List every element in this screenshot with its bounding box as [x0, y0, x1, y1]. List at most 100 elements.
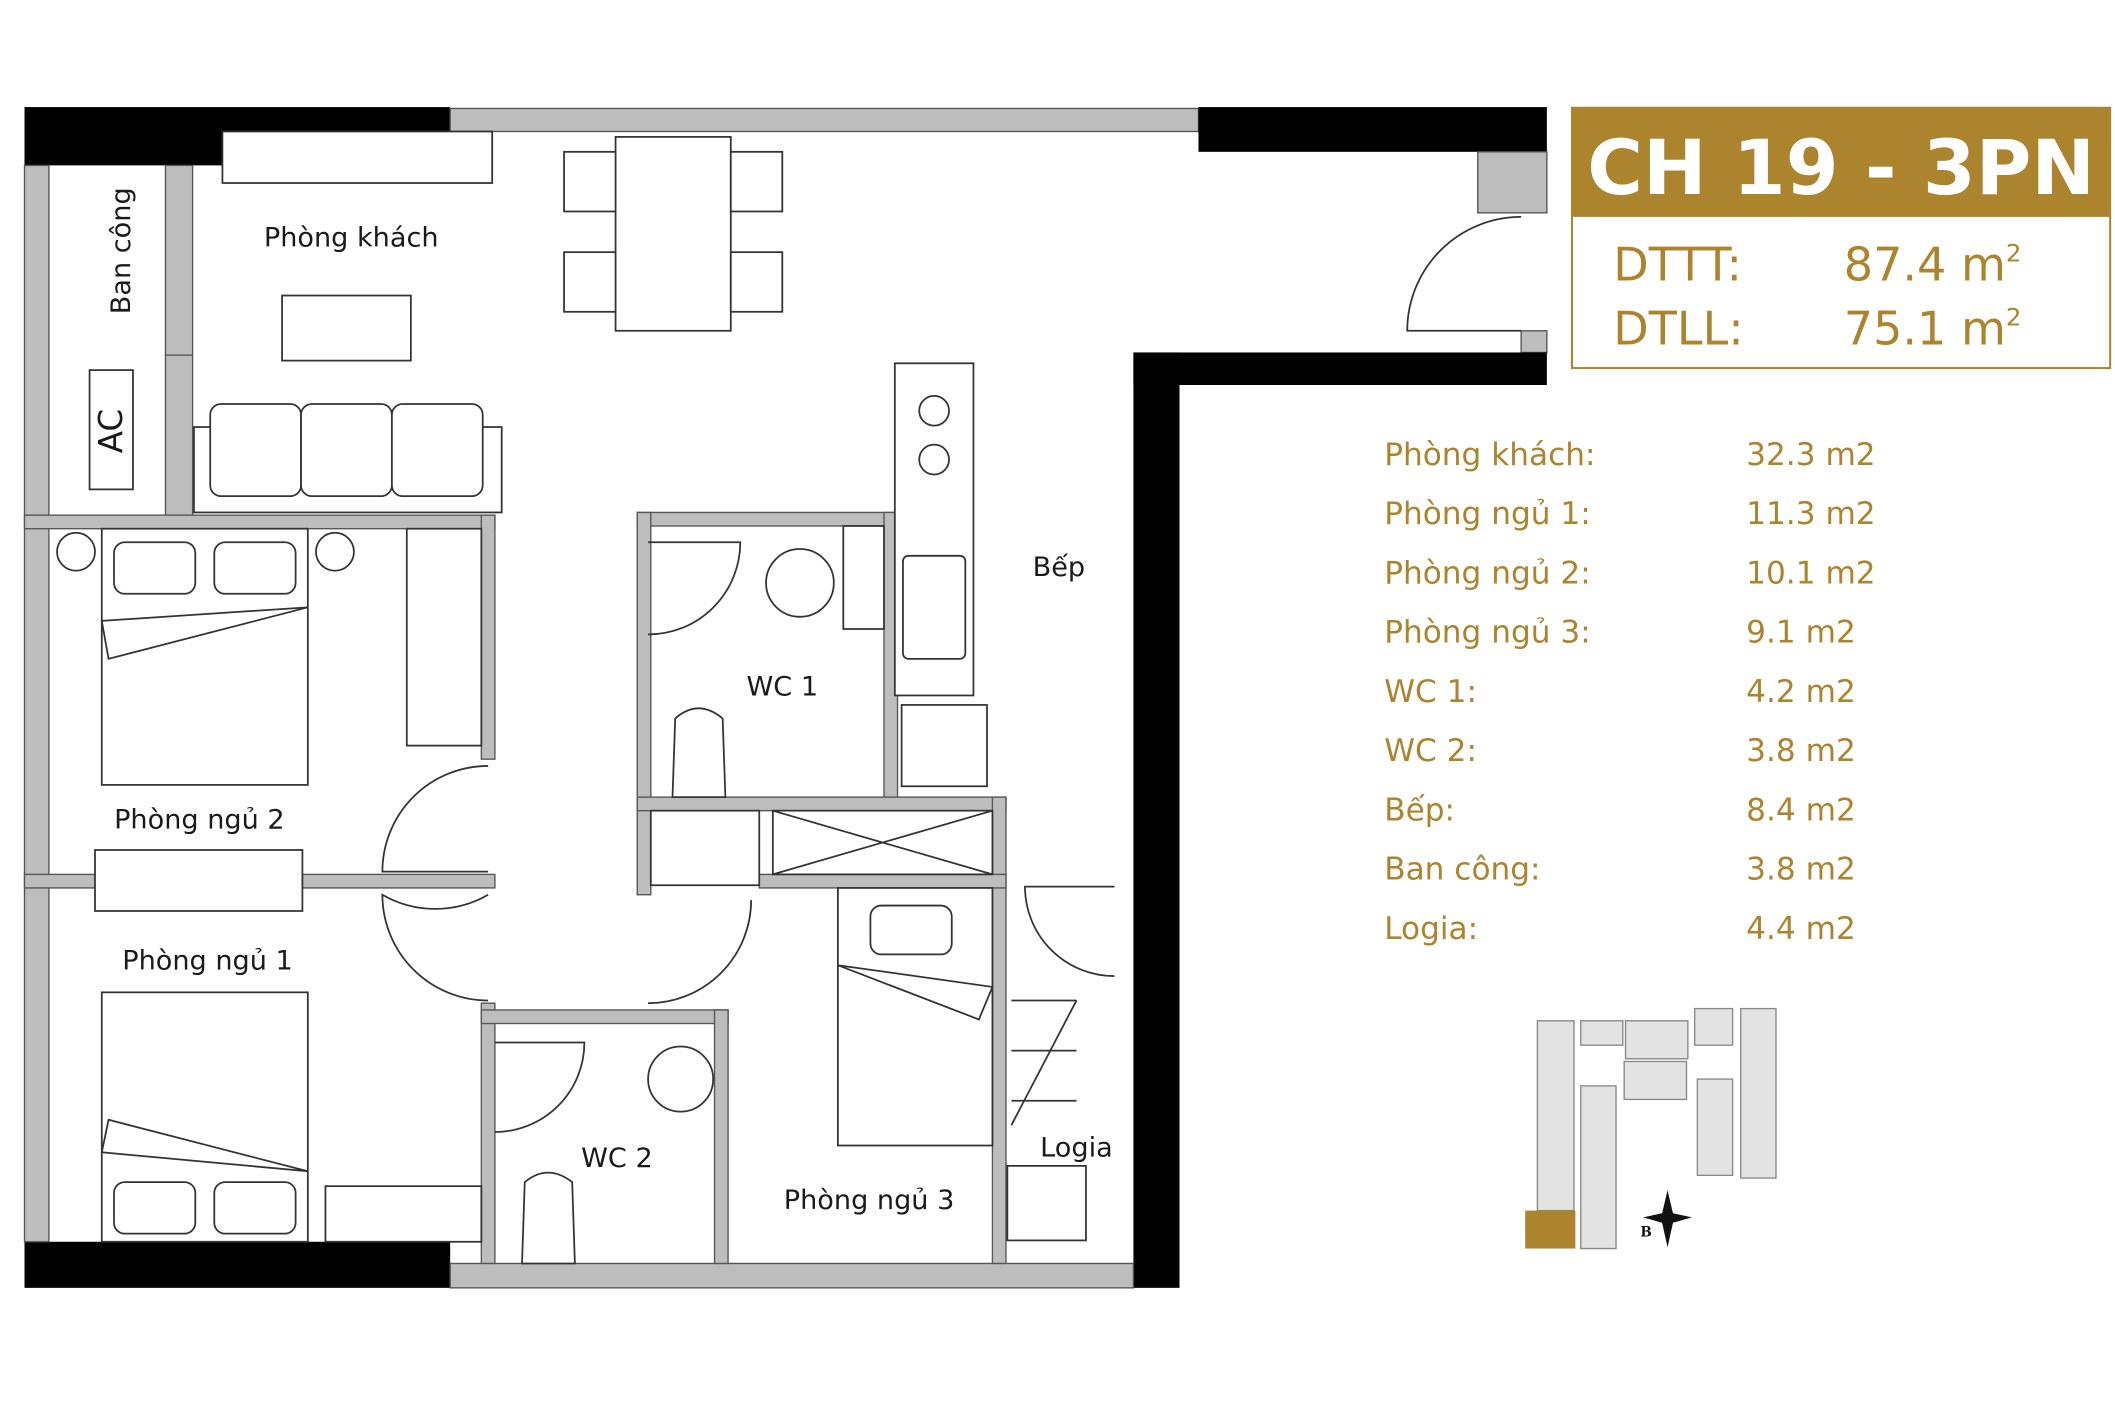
wall: [1133, 352, 1180, 1288]
wall: [480, 514, 496, 760]
dtll-value: 75.1 m2: [1844, 301, 2022, 355]
unit-location-marker: [1525, 1210, 1576, 1249]
door: [1024, 885, 1115, 977]
wall: [449, 1262, 1135, 1289]
pillow: [213, 1181, 297, 1235]
cabinet: [649, 809, 761, 887]
wall: [164, 164, 194, 356]
wall: [480, 1002, 496, 1265]
stove-burner: [918, 443, 950, 476]
entry-door: [1406, 216, 1522, 332]
sink: [765, 548, 835, 618]
dtll-label: DTLL:: [1613, 301, 1743, 355]
room-label-wc2: WC 2: [581, 1143, 653, 1174]
area-value: 32.3 m2: [1746, 437, 1875, 473]
wardrobe: [405, 527, 483, 747]
fridge: [900, 704, 988, 788]
wall: [1133, 352, 1547, 386]
window-wall: [449, 107, 1200, 133]
door: [648, 541, 742, 636]
stove-burner: [918, 394, 950, 427]
cabinet-cross: [772, 809, 993, 876]
area-value: 3.8 m2: [1746, 852, 1856, 888]
area-label: WC 2:: [1384, 733, 1477, 769]
area-label: Ban công:: [1384, 852, 1540, 888]
dttt-value: 87.4 m2: [1844, 238, 2022, 292]
chair: [729, 251, 784, 313]
area-label: Bếp:: [1384, 792, 1455, 828]
toilet: [521, 1171, 576, 1265]
room-label-living: Phòng khách: [264, 223, 439, 254]
drying-rack: [1010, 999, 1078, 1126]
sink: [647, 1045, 715, 1113]
wall: [1198, 107, 1547, 152]
door: [494, 1041, 586, 1133]
room-label-balcony: Ban công: [106, 187, 137, 314]
room-label-wc1: WC 1: [747, 671, 819, 702]
chair: [563, 251, 617, 313]
shower: [842, 525, 885, 630]
bed-sheet: [837, 964, 994, 1021]
washing-machine: [1006, 1164, 1087, 1242]
sofa-seat: [300, 403, 393, 498]
wall: [636, 511, 896, 527]
floor-plan: [23, 107, 1548, 1289]
wall: [23, 164, 50, 1243]
door: [381, 765, 489, 873]
wall: [24, 1241, 451, 1288]
unit-title: CH 19 - 3PN: [1587, 124, 2095, 212]
dining-table: [614, 136, 732, 332]
coffee-table: [281, 294, 412, 362]
room-label-bed2: Phòng ngủ 2: [114, 804, 285, 835]
area-value: 9.1 m2: [1746, 615, 1856, 651]
wall: [713, 1009, 729, 1265]
wall: [991, 796, 1007, 1265]
wall: [480, 1009, 729, 1025]
area-label: Logia:: [1384, 911, 1478, 947]
toilet: [671, 707, 727, 798]
wall: [636, 796, 1007, 812]
wall: [23, 514, 496, 530]
ac-unit: [88, 369, 134, 491]
area-list: Phòng khách: 32.3 m2 Phòng ngủ 1: 11.3 m2 Ph…: [1384, 437, 1875, 947]
area-label: Phòng ngủ 1:: [1384, 496, 1591, 532]
shelf: [221, 130, 494, 184]
area-label: Phòng khách:: [1384, 437, 1595, 473]
wall: [164, 354, 194, 516]
room-label-ac: AC: [92, 409, 130, 453]
area-value: 4.4 m2: [1746, 911, 1856, 947]
chair: [563, 150, 617, 213]
area-value: 8.4 m2: [1746, 792, 1856, 828]
area-value: 10.1 m2: [1746, 555, 1875, 591]
sofa-seat: [390, 403, 484, 498]
pillow: [113, 541, 197, 595]
wall: [1477, 151, 1548, 214]
pillow: [213, 541, 297, 595]
room-label-bed1: Phòng ngủ 1: [122, 945, 293, 976]
nightstand: [56, 531, 96, 572]
wall: [636, 511, 652, 896]
room-label-kitchen: Bếp: [1033, 552, 1085, 583]
kitchen-sink: [902, 554, 967, 660]
door: [648, 900, 753, 1005]
room-label-bed3: Phòng ngủ 3: [784, 1185, 955, 1216]
sofa-seat: [209, 403, 302, 498]
area-value: 4.2 m2: [1746, 674, 1856, 710]
dresser: [94, 849, 304, 912]
area-label: Phòng ngủ 2:: [1384, 555, 1591, 591]
bed-sheet: [100, 1118, 309, 1173]
wardrobe: [324, 1185, 483, 1243]
bed-sheet: [100, 606, 309, 660]
compass-label: B: [1640, 1224, 1651, 1240]
area-value: 3.8 m2: [1746, 733, 1856, 769]
area-label: Phòng ngủ 3:: [1384, 615, 1591, 651]
area-label: WC 1:: [1384, 674, 1477, 710]
wall: [758, 873, 1007, 889]
area-value: 11.3 m2: [1746, 496, 1875, 532]
wall: [1520, 330, 1548, 354]
pillow: [869, 904, 953, 956]
compass-icon: [1643, 1190, 1692, 1248]
dttt-label: DTTT:: [1613, 238, 1742, 292]
room-label-logia: Logia: [1040, 1132, 1113, 1163]
